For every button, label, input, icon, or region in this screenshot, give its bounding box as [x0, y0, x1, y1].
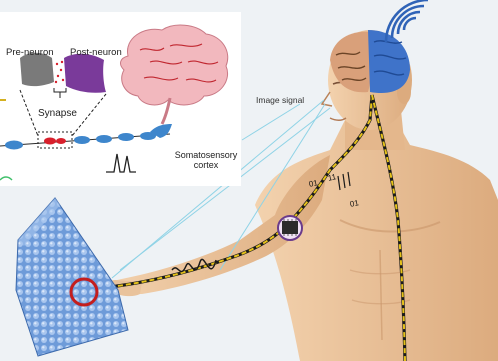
synapse-label: Synapse — [38, 109, 77, 119]
neuron-inset: Pre-neuron Post-neuron Synapse Somatosen… — [0, 12, 241, 186]
post-neuron-shape — [64, 54, 106, 93]
image-signal-label: Image signal — [256, 96, 304, 105]
brain-icon — [121, 25, 228, 105]
cortex-label-line1: Somatosensory — [175, 150, 238, 160]
pre-neuron-label: Pre-neuron — [6, 48, 54, 58]
cortex-label-line2: cortex — [194, 160, 219, 170]
arm-digit-2: 11 — [327, 173, 337, 183]
chip-icon — [278, 216, 302, 240]
post-neuron-label: Post-neuron — [70, 48, 122, 58]
cortex-label: Somatosensory cortex — [170, 150, 242, 171]
